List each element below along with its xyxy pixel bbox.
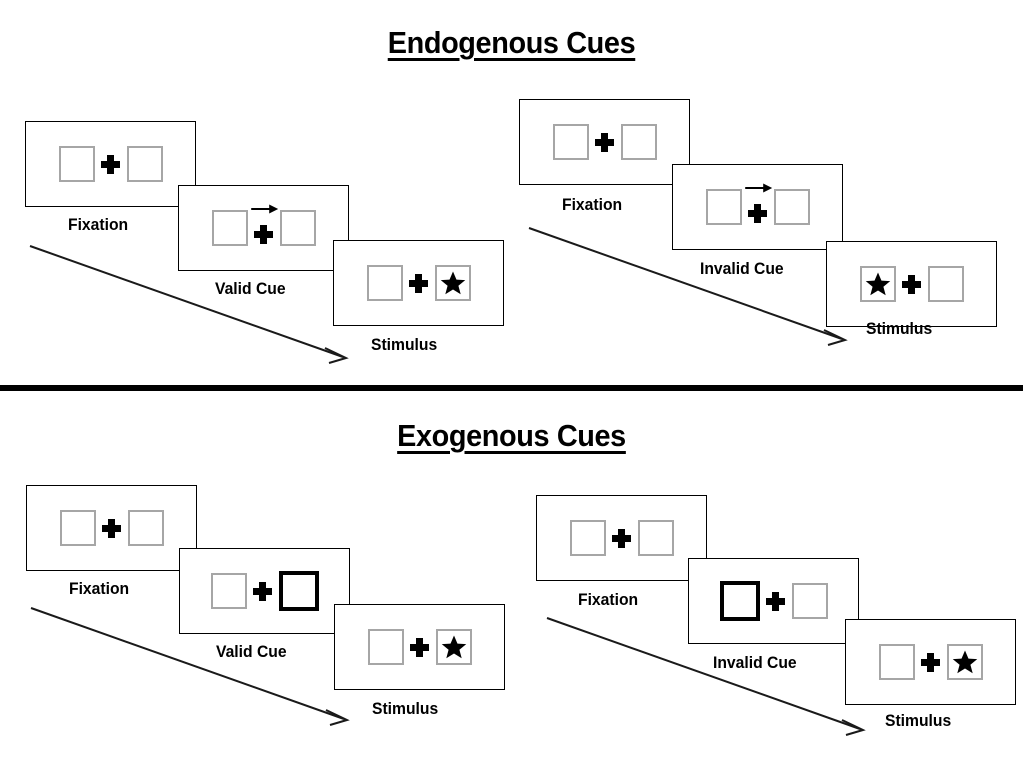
panel-endogenous-valid-stimulus xyxy=(333,240,504,326)
caption-exogenous-valid-cue: Valid Cue xyxy=(216,643,287,661)
caption-endogenous-valid-cue: Valid Cue xyxy=(215,280,286,298)
star-icon xyxy=(440,270,466,296)
panel-endogenous-invalid-fixation xyxy=(519,99,690,185)
cued-box-left xyxy=(719,581,760,621)
star-icon xyxy=(865,271,891,297)
target-box-right xyxy=(946,644,983,680)
plus-cross-icon xyxy=(248,203,280,251)
plus-cross-icon xyxy=(95,144,127,184)
caption-endogenous-valid-stimulus: Stimulus xyxy=(371,336,438,354)
plus-cross-icon xyxy=(896,264,928,304)
panel-exogenous-invalid-fixation xyxy=(536,495,707,581)
target-box-right xyxy=(434,265,471,301)
placeholder-box-right xyxy=(927,266,964,302)
placeholder-box-right xyxy=(791,583,828,619)
arrow-right-icon xyxy=(744,182,774,194)
placeholder-box-right xyxy=(773,189,810,225)
caption-exogenous-valid-fixation: Fixation xyxy=(69,580,130,598)
placeholder-box-left xyxy=(210,573,247,609)
placeholder-box-right xyxy=(637,520,674,556)
panel-exogenous-valid-fixation xyxy=(26,485,197,571)
panel-endogenous-valid-cue xyxy=(178,185,349,271)
placeholder-box-right xyxy=(279,210,316,246)
placeholder-box-left xyxy=(59,510,96,546)
panel-exogenous-invalid-stimulus xyxy=(845,619,1016,705)
plus-cross-icon xyxy=(96,508,128,548)
star-icon xyxy=(441,634,467,660)
caption-endogenous-invalid-cue: Invalid Cue xyxy=(700,260,784,278)
arrow-right-icon xyxy=(250,203,280,215)
plus-cross-icon xyxy=(606,518,638,558)
placeholder-box-left xyxy=(211,210,248,246)
placeholder-box-right xyxy=(620,124,657,160)
section-divider xyxy=(0,385,1023,391)
placeholder-box-left xyxy=(367,629,404,665)
panel-exogenous-valid-stimulus xyxy=(334,604,505,690)
section-title-endogenous: Endogenous Cues xyxy=(387,25,636,60)
caption-endogenous-valid-fixation: Fixation xyxy=(68,216,129,234)
plus-cross-icon xyxy=(247,571,279,611)
plus-cross-icon xyxy=(589,122,621,162)
plus-cross-icon xyxy=(404,627,436,667)
caption-exogenous-valid-stimulus: Stimulus xyxy=(372,700,439,718)
plus-cross-icon xyxy=(915,642,947,682)
cued-box-right xyxy=(278,571,319,611)
placeholder-box-left xyxy=(878,644,915,680)
placeholder-box-left xyxy=(552,124,589,160)
caption-exogenous-invalid-cue: Invalid Cue xyxy=(713,654,797,672)
placeholder-box-left xyxy=(569,520,606,556)
panel-exogenous-invalid-cue xyxy=(688,558,859,644)
plus-cross-icon xyxy=(403,263,435,303)
placeholder-box-right xyxy=(126,146,163,182)
target-box-right xyxy=(435,629,472,665)
section-title-exogenous: Exogenous Cues xyxy=(397,418,626,453)
plus-cross-icon xyxy=(760,581,792,621)
caption-endogenous-invalid-fixation: Fixation xyxy=(562,196,623,214)
caption-endogenous-invalid-stimulus: Stimulus xyxy=(866,320,933,338)
placeholder-box-left xyxy=(58,146,95,182)
panel-exogenous-valid-cue xyxy=(179,548,350,634)
placeholder-box-left xyxy=(705,189,742,225)
target-box-left xyxy=(859,266,896,302)
caption-exogenous-invalid-fixation: Fixation xyxy=(578,591,639,609)
caption-exogenous-invalid-stimulus: Stimulus xyxy=(885,712,952,730)
panel-endogenous-valid-fixation xyxy=(25,121,196,207)
placeholder-box-right xyxy=(127,510,164,546)
placeholder-box-left xyxy=(366,265,403,301)
star-icon xyxy=(952,649,978,675)
panel-endogenous-invalid-cue xyxy=(672,164,843,250)
plus-cross-icon xyxy=(742,182,774,230)
panel-endogenous-invalid-stimulus xyxy=(826,241,997,327)
